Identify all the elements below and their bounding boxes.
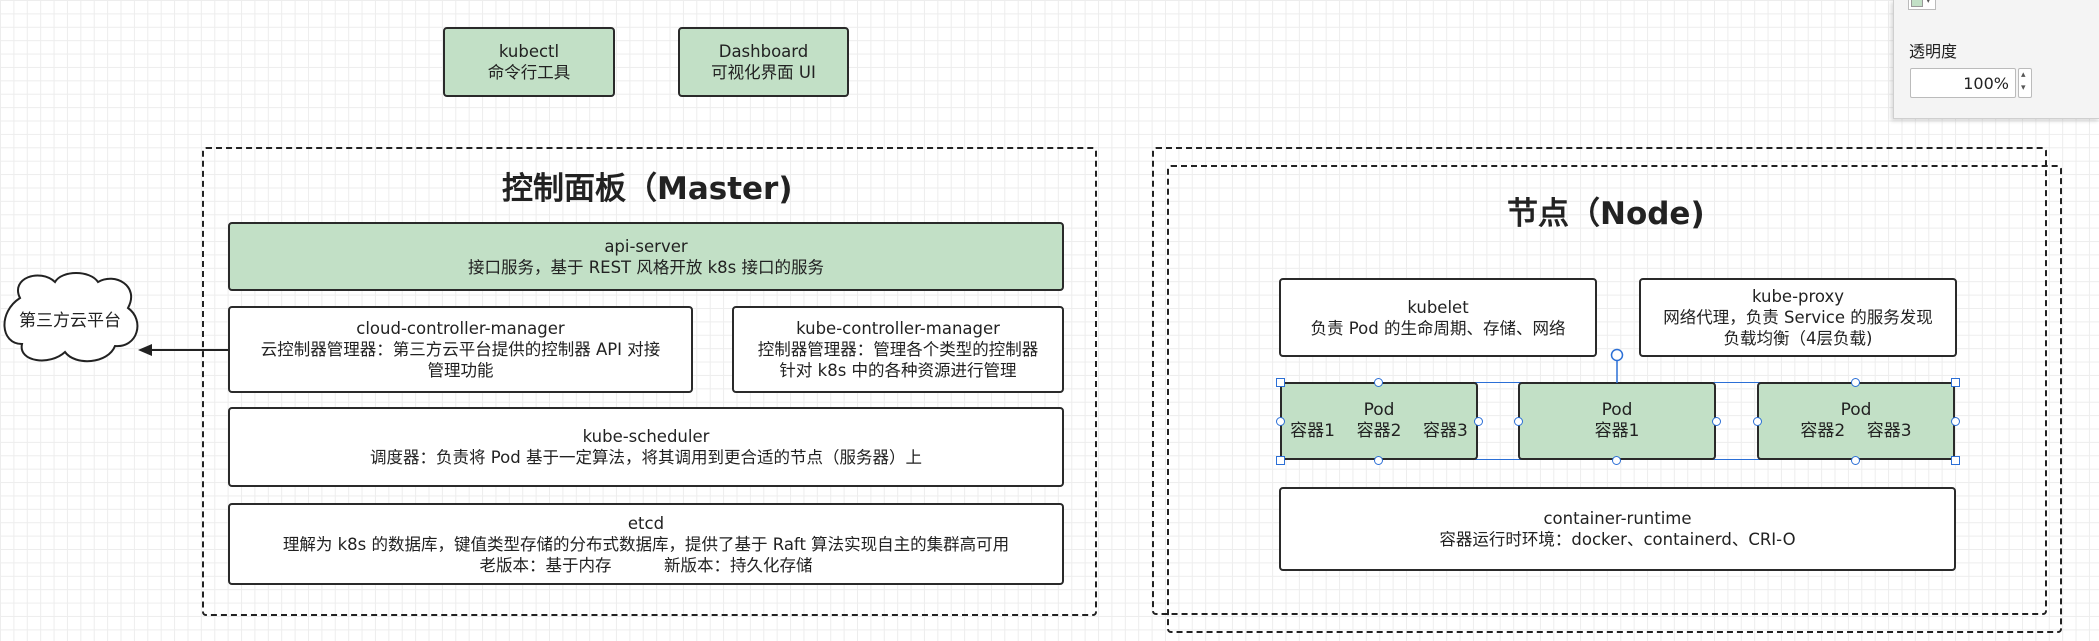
ccm-name: cloud-controller-manager — [356, 319, 565, 338]
chevron-down-icon[interactable]: ▾ — [2021, 83, 2026, 93]
etcd-box[interactable]: etcd 理解为 k8s 的数据库，键值类型存储的分布式数据库，提供了基于 Ra… — [228, 503, 1064, 585]
api-server-name: api-server — [604, 236, 688, 256]
kube-proxy-name: kube-proxy — [1751, 287, 1845, 306]
pod-box-3[interactable]: Pod 容器2 容器3 — [1757, 382, 1955, 460]
container-runtime-box[interactable]: container-runtime 容器运行时环境：docker、contain… — [1279, 487, 1956, 571]
pod-box-1[interactable]: Pod 容器1 容器2 容器3 — [1280, 382, 1478, 460]
resize-handle-bl[interactable] — [1276, 456, 1285, 465]
chevron-up-icon[interactable]: ▴ — [2021, 70, 2026, 80]
dashboard-desc: 可视化界面 UI — [711, 63, 816, 82]
pod3-name: Pod — [1840, 400, 1872, 420]
arrow-ccm-to-cloud — [138, 344, 228, 356]
pod2-name: Pod — [1601, 400, 1633, 420]
resize-handle-tr[interactable] — [1951, 378, 1960, 387]
chevron-down-icon: ▾ — [1926, 0, 1931, 6]
connection-point[interactable] — [1374, 378, 1383, 387]
etcd-name: etcd — [627, 513, 665, 533]
scheduler-desc: 调度器：负责将 Pod 基于一定算法，将其调用到更合适的节点（服务器）上 — [370, 448, 922, 467]
kcm-desc-line2: 针对 k8s 中的各种资源进行管理 — [779, 361, 1017, 380]
connection-point[interactable] — [1951, 417, 1960, 426]
node-title: 节点（Node) — [1507, 196, 1705, 232]
kube-scheduler-box[interactable]: kube-scheduler 调度器：负责将 Pod 基于一定算法，将其调用到更… — [228, 407, 1064, 487]
ccm-desc-line1: 云控制器管理器：第三方云平台提供的控制器 API 对接 — [260, 340, 661, 359]
kube-proxy-box[interactable]: kube-proxy 网络代理，负责 Service 的服务发现 负载均衡（4层… — [1639, 278, 1957, 357]
kubectl-desc: 命令行工具 — [487, 63, 571, 82]
kubelet-box[interactable]: kubelet 负责 Pod 的生命周期、存储、网络 — [1279, 278, 1597, 357]
kubelet-desc: 负责 Pod 的生命周期、存储、网络 — [1310, 318, 1566, 338]
kcm-desc-line1: 控制器管理器：管理各个类型的控制器 — [757, 340, 1039, 359]
cloud-controller-manager-box[interactable]: cloud-controller-manager 云控制器管理器：第三方云平台提… — [228, 306, 693, 393]
api-server-desc: 接口服务，基于 REST 风格开放 k8s 接口的服务 — [467, 257, 825, 277]
ccm-desc-line2: 管理功能 — [427, 361, 494, 380]
resize-handle-br[interactable] — [1951, 456, 1960, 465]
pod1-containers: 容器1 容器2 容器3 — [1290, 421, 1468, 441]
kube-proxy-desc-line1: 网络代理，负责 Service 的服务发现 — [1663, 308, 1933, 327]
kubelet-name: kubelet — [1407, 297, 1469, 317]
runtime-desc: 容器运行时环境：docker、containerd、CRI-O — [1439, 530, 1796, 549]
connection-point[interactable] — [1753, 417, 1762, 426]
master-title: 控制面板（Master) — [502, 171, 793, 207]
etcd-desc-line1: 理解为 k8s 的数据库，键值类型存储的分布式数据库，提供了基于 Raft 算法… — [282, 534, 1010, 554]
pod1-name: Pod — [1363, 400, 1395, 420]
opacity-input[interactable]: 100% — [1910, 68, 2016, 98]
scheduler-name: kube-scheduler — [582, 427, 710, 446]
node-frame-inner[interactable] — [1167, 165, 2062, 633]
pod2-containers: 容器1 — [1594, 421, 1640, 441]
opacity-value: 100% — [1963, 74, 2009, 93]
pod-box-2[interactable]: Pod 容器1 — [1518, 382, 1716, 460]
connection-point[interactable] — [1612, 456, 1621, 465]
connection-point[interactable] — [1374, 456, 1383, 465]
connection-point[interactable] — [1276, 417, 1285, 426]
pod3-containers: 容器2 容器3 — [1800, 421, 1912, 441]
resize-handle-tl[interactable] — [1276, 378, 1285, 387]
node-frame-outer[interactable] — [1152, 147, 2047, 615]
connection-point[interactable] — [1514, 417, 1523, 426]
api-server-box[interactable]: api-server 接口服务，基于 REST 风格开放 k8s 接口的服务 — [228, 222, 1064, 291]
connection-point[interactable] — [1474, 417, 1483, 426]
dashboard-box[interactable]: Dashboard 可视化界面 UI — [678, 27, 849, 97]
connection-point[interactable] — [1851, 456, 1860, 465]
connection-point[interactable] — [1851, 378, 1860, 387]
runtime-name: container-runtime — [1543, 509, 1692, 528]
kubectl-box[interactable]: kubectl 命令行工具 — [443, 27, 615, 97]
rotate-handle[interactable] — [1608, 347, 1626, 383]
connection-point[interactable] — [1712, 417, 1721, 426]
kube-controller-manager-box[interactable]: kube-controller-manager 控制器管理器：管理各个类型的控制… — [732, 306, 1064, 393]
format-panel: ▾ 透明度 100% ▴ ▾ — [1893, 0, 2099, 119]
cloud-label: 第三方云平台 — [19, 311, 121, 331]
opacity-stepper[interactable]: ▴ ▾ — [2018, 68, 2032, 98]
color-swatch — [1911, 0, 1923, 7]
opacity-label: 透明度 — [1909, 42, 1958, 61]
kcm-name: kube-controller-manager — [796, 319, 1000, 338]
dashboard-name: Dashboard — [718, 42, 809, 61]
master-frame[interactable] — [202, 147, 1097, 616]
etcd-desc-line2: 老版本：基于内存 新版本：持久化存储 — [479, 555, 813, 575]
kubectl-name: kubectl — [498, 42, 560, 61]
cloud-shape[interactable] — [0, 268, 145, 366]
color-swatch-dropdown[interactable]: ▾ — [1908, 0, 1936, 10]
kube-proxy-desc-line2: 负载均衡（4层负载) — [1723, 329, 1873, 348]
